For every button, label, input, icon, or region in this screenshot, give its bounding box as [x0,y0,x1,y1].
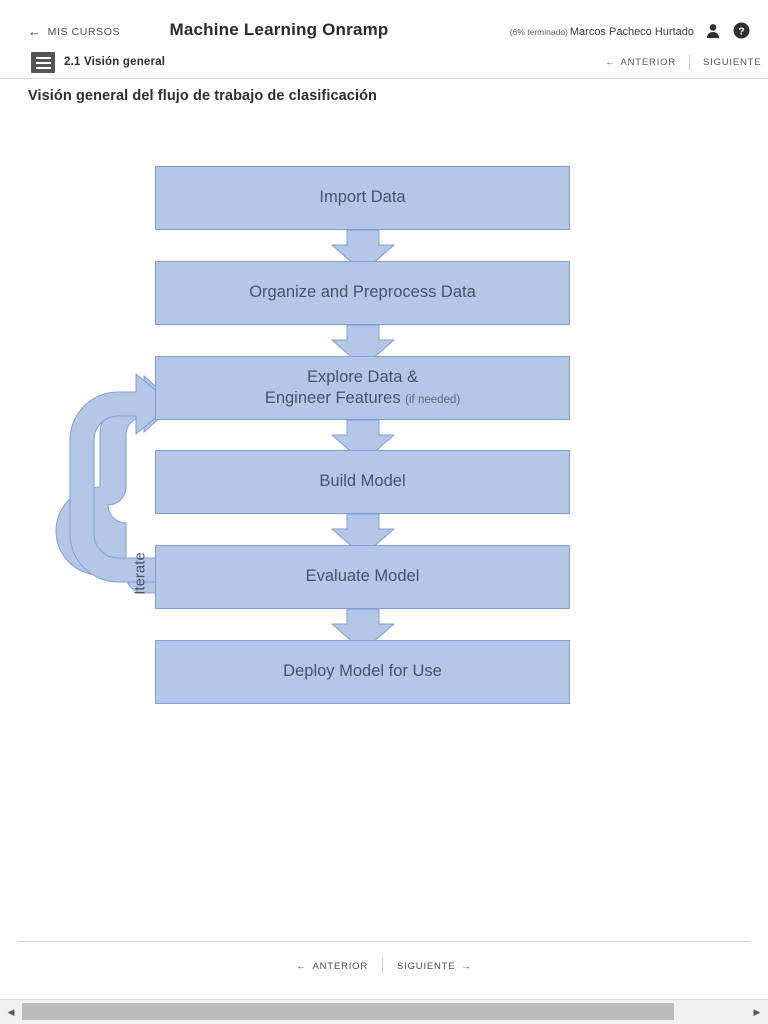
horizontal-scrollbar[interactable]: ◀ ▶ [0,999,768,1024]
hamburger-line [35,56,51,59]
progress-percent-label: (6% terminado) [509,27,568,37]
footer-next-label: SIGUIENTE [397,960,456,972]
course-title-text: Machine Learning Onramp [169,20,389,39]
top-header: ← MIS CURSOS Machine Learning Onramp (6%… [0,0,768,48]
top-prev-button[interactable]: ← ANTERIOR [605,57,676,68]
back-to-courses-label: MIS CURSOS [47,25,121,38]
flow-node-sublabel: (if needed) [405,394,461,406]
iterate-loop-label: Iterate [131,552,149,595]
nav-divider [382,958,384,974]
footer-prev-button[interactable]: ← ANTERIOR [296,961,368,972]
lesson-toolbar [0,48,768,79]
hamburger-line [35,66,51,69]
nav-divider [689,55,690,70]
classification-workflow-diagram: Import Data Organize and Preprocess Data… [0,150,768,730]
arrow-left-icon: ← [605,57,616,68]
footer-prev-label: ANTERIOR [312,960,369,972]
top-prev-label: ANTERIOR [620,57,676,68]
top-lesson-nav: ← ANTERIOR SIGUIENTE → [605,55,768,70]
footer-lesson-nav: ← ANTERIOR SIGUIENTE → [0,958,768,974]
arrow-left-icon: ← [296,960,307,972]
top-next-button[interactable]: SIGUIENTE → [703,57,768,68]
person-icon[interactable] [705,23,721,39]
flow-node-label: Evaluate Model [305,567,420,586]
iterate-loop-shape [69,373,173,583]
help-circle-icon[interactable]: ? [733,22,750,39]
scrollbar-thumb[interactable] [22,1003,674,1020]
flow-node-evaluate-model[interactable]: Evaluate Model [155,545,570,609]
arrow-right-icon: → [766,57,768,68]
user-name-label: Marcos Pacheco Hurtado [569,26,694,38]
svg-text:?: ? [738,25,744,37]
hamburger-menu-icon[interactable] [31,52,55,73]
flow-connector-arrows [331,229,395,652]
scrollbar-track[interactable] [22,1000,746,1024]
flow-node-build-model[interactable]: Build Model [155,450,570,514]
progress-and-user: (6% terminado) Marcos Pacheco Hurtado [510,26,694,38]
header-icon-group: ? [705,22,750,39]
top-next-label: SIGUIENTE [703,57,762,68]
flow-node-label-line2: Engineer Features [264,389,401,407]
page-title: Visión general del flujo de trabajo de c… [28,88,378,104]
hamburger-line [35,61,51,64]
scroll-right-arrow-icon[interactable]: ▶ [753,1006,761,1017]
flow-node-label: Organize and Preprocess Data [249,283,476,302]
flow-node-deploy-model[interactable]: Deploy Model for Use [155,640,570,704]
scroll-left-arrow-icon[interactable]: ◀ [7,1006,15,1017]
flow-node-explore-engineer[interactable]: Explore Data & Engineer Features (if nee… [155,356,570,420]
flow-node-import-data[interactable]: Import Data [155,166,570,230]
lesson-title: 2.1 Visión general [64,56,166,68]
arrow-right-icon: → [461,960,472,972]
flow-node-label: Import Data [319,188,406,207]
flow-node-label-line1: Explore Data & [307,367,418,386]
flow-node-label: Deploy Model for Use [283,662,442,681]
flow-node-organize-preprocess[interactable]: Organize and Preprocess Data [155,261,570,325]
course-title: Machine Learning Onramp [0,20,768,40]
footer-next-button[interactable]: SIGUIENTE → [397,961,472,972]
flow-node-label: Build Model [319,472,406,491]
back-to-courses-link[interactable]: ← MIS CURSOS [28,25,120,38]
footer-divider [18,941,750,942]
arrow-left-icon: ← [28,24,42,39]
